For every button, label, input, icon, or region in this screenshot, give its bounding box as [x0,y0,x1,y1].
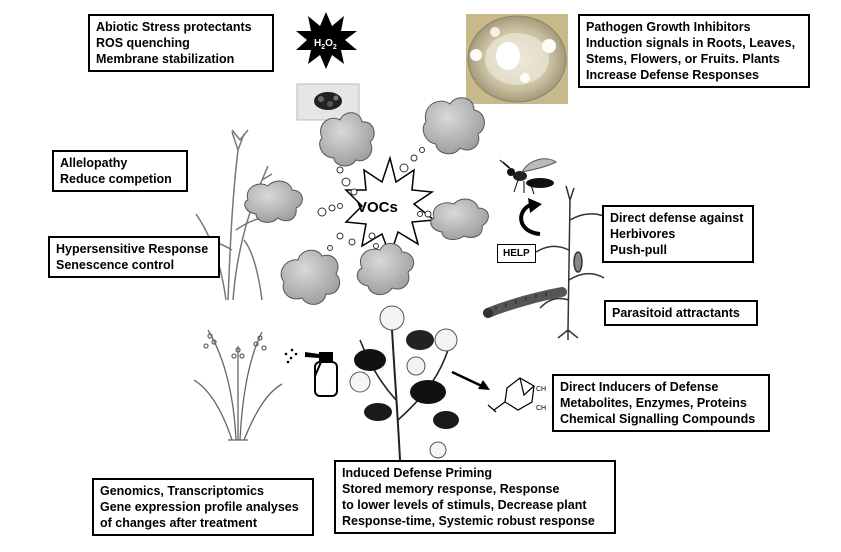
parasitoid-box: Parasitoid attractants [604,300,758,326]
box-line: Pathogen Growth Inhibitors [586,20,751,34]
pathogen-inhibitors-box: Pathogen Growth Inhibitors Induction sig… [578,14,810,88]
box-line: Stored memory response, Response [342,482,560,496]
box-line: Response-time, Systemic robust response [342,514,595,528]
box-line: Parasitoid attractants [612,306,740,320]
box-line: Metabolites, Enzymes, Proteins [560,396,747,410]
box-line: Direct defense against [610,211,744,225]
voc-cloud [422,97,485,155]
voc-cloud [244,180,303,223]
box-line: Chemical Signalling Compounds [560,412,756,426]
box-line: Membrane stabilization [96,52,235,66]
rice-plant-image [193,329,283,441]
curved-arrow-head [528,198,542,213]
box-line: ROS quenching [96,36,190,50]
molecule-structure-icon [487,377,535,413]
caterpillar-icon [483,287,567,318]
box-line: Genomics, Transcriptomics [100,484,264,498]
box-line: Direct Inducers of Defense [560,380,719,394]
molecule-arrowhead [478,380,490,390]
box-line: Hypersensitive Response [56,242,209,256]
corn-plant-image [535,185,605,340]
box-line: Push-pull [610,243,667,257]
allelopathy-box: Allelopathy Reduce competion [52,150,188,192]
petri-dish-image [466,14,568,104]
h2o2-burst-icon [296,12,357,69]
direct-defense-box: Direct defense against Herbivores Push-p… [602,205,754,263]
box-line: Senescence control [56,258,175,272]
priming-box: Induced Defense Priming Stored memory re… [334,460,616,534]
genomics-box: Genomics, Transcriptomics Gene expressio… [92,478,314,536]
box-line: Abiotic Stress protectants [96,20,252,34]
flowering-plant-image [349,305,459,461]
voc-cloud [319,112,375,167]
vocs-center-label: VOCs [357,199,398,216]
voc-cloud [430,198,489,240]
box-line: Allelopathy [60,156,128,170]
box-line: Gene expression profile analyses [100,500,299,514]
voc-cloud [356,243,415,295]
box-line: Reduce competion [60,172,172,186]
spray-bottle-icon [284,348,338,397]
voc-cloud [280,249,341,305]
help-label: HELP [497,244,536,263]
molecule-ch3-label: CH [536,405,546,412]
box-line: Increase Defense Responses [586,68,760,82]
wasp-icon [499,158,557,195]
molecule-ch3-label: CH [536,386,546,393]
box-line: Induction signals in Roots, Leaves, [586,36,796,50]
hypersensitive-box: Hypersensitive Response Senescence contr… [48,236,220,278]
curved-arrow-icon [519,203,541,236]
voc-bubbles [317,147,432,251]
box-line: Herbivores [610,227,676,241]
abiotic-stress-box: Abiotic Stress protectants ROS quenching… [88,14,274,72]
box-line: of changes after treatment [100,516,257,530]
h2o2-label: H2O2 [314,38,337,51]
box-line: Stems, Flowers, or Fruits. Plants [586,52,780,66]
direct-inducers-box: Direct Inducers of Defense Metabolites, … [552,374,770,432]
box-line: Induced Defense Priming [342,466,493,480]
box-line: to lower levels of stimuls, Decrease pla… [342,498,587,512]
